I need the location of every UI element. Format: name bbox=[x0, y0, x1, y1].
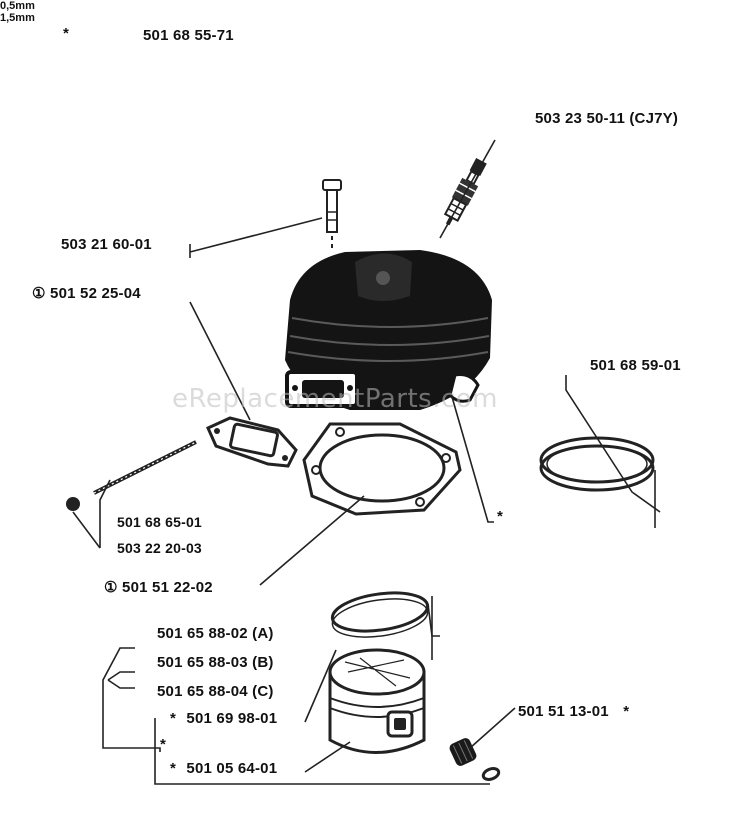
ring bbox=[539, 436, 655, 492]
base-gasket bbox=[302, 422, 462, 516]
circle-mark: ① bbox=[104, 579, 118, 596]
leader-lines bbox=[72, 139, 661, 785]
piston bbox=[328, 648, 426, 754]
star-mark: * bbox=[623, 703, 630, 720]
label-gasket-top-number: 501 52 25-04 bbox=[50, 285, 141, 302]
exhaust-gasket bbox=[206, 416, 298, 468]
label-piston-c: 501 65 88-04 (C) bbox=[157, 683, 274, 700]
label-nut: 503 22 20-03 bbox=[117, 540, 202, 556]
label-needle-bearing: 501 51 13-01 * bbox=[518, 703, 629, 720]
label-piston-ring-kit-number: 501 69 98-01 bbox=[186, 710, 278, 727]
label-piston-ring-kit: * 501 69 98-01 bbox=[170, 710, 277, 727]
label-bolt: 503 21 60-01 bbox=[61, 236, 152, 253]
label-piston-b: 501 65 88-03 (B) bbox=[157, 654, 274, 671]
cylinder bbox=[285, 250, 492, 410]
label-piston-pin: * 501 05 64-01 bbox=[170, 760, 277, 777]
needle-bearing bbox=[449, 738, 477, 766]
label-needle-bearing-number: 501 51 13-01 bbox=[518, 703, 609, 720]
watermark: eReplacementParts.com bbox=[172, 384, 499, 414]
piston-ring-thickness: 1,5mm bbox=[0, 12, 35, 24]
label-spark-plug: 503 23 50-11 (CJ7Y) bbox=[535, 110, 679, 127]
label-gasket-top: ① 501 52 25-04 bbox=[32, 284, 141, 302]
star-mark-head: * bbox=[497, 508, 504, 525]
label-stud: 501 68 65-01 bbox=[117, 514, 202, 530]
circlip bbox=[481, 767, 501, 781]
bolt bbox=[322, 179, 342, 250]
label-base-gasket: ① 501 51 22-02 bbox=[104, 578, 213, 596]
label-piston-pin-number: 501 05 64-01 bbox=[186, 760, 278, 777]
stud bbox=[93, 440, 197, 495]
ring-thickness: 0,5mm bbox=[0, 0, 35, 12]
star-mark-bracket: * bbox=[160, 736, 167, 753]
piston-ring bbox=[330, 591, 430, 638]
label-piston-a: 501 65 88-02 (A) bbox=[157, 625, 274, 642]
circle-mark: ① bbox=[32, 285, 46, 302]
nut bbox=[66, 497, 80, 511]
star-mark: * bbox=[170, 760, 177, 777]
label-ring: 501 68 59-01 bbox=[590, 357, 681, 374]
header-mark: * bbox=[63, 25, 70, 42]
star-mark: * bbox=[170, 710, 177, 727]
header-number: 501 68 55-71 bbox=[143, 27, 234, 44]
label-base-gasket-number: 501 51 22-02 bbox=[122, 579, 213, 596]
